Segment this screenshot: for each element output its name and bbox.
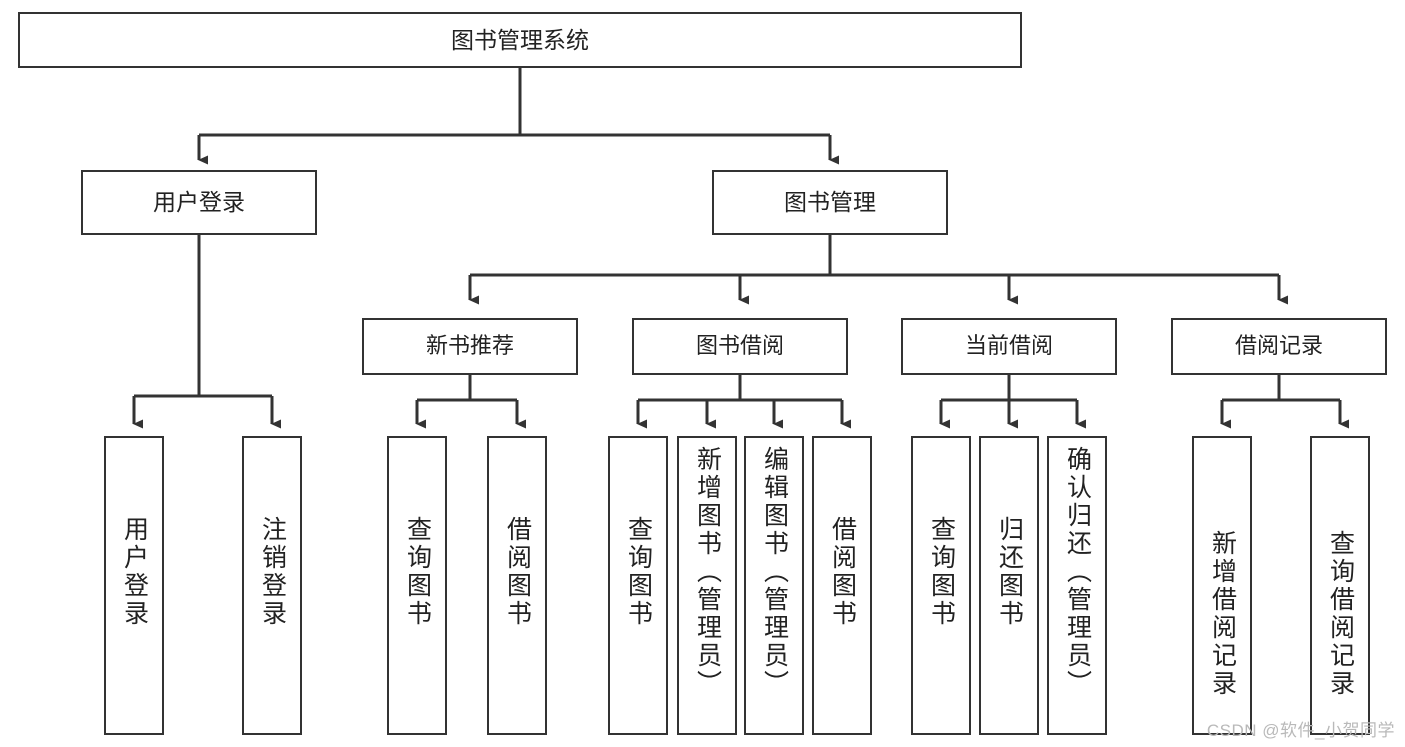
- node-label: 图书借阅: [695, 333, 784, 359]
- leaf-add-book-admin[interactable]: 新增图书（管理员）: [677, 436, 737, 735]
- leaf-query-borrow-record[interactable]: 查询借阅记录: [1310, 436, 1370, 735]
- leaf-query-book-borrow[interactable]: 查询图书: [608, 436, 668, 735]
- node-label: 编辑图书（管理员）: [760, 446, 789, 698]
- node-label: 借阅图书: [503, 516, 532, 628]
- leaf-add-borrow-record[interactable]: 新增借阅记录: [1192, 436, 1252, 735]
- leaf-edit-book-admin[interactable]: 编辑图书（管理员）: [744, 436, 804, 735]
- leaf-borrow-book[interactable]: 借阅图书: [812, 436, 872, 735]
- node-label: 新增借阅记录: [1208, 530, 1237, 698]
- node-label: 借阅图书: [828, 516, 857, 628]
- node-label: 确认归还（管理员）: [1063, 446, 1092, 698]
- node-label: 查询图书: [403, 516, 432, 628]
- leaf-return-book[interactable]: 归还图书: [979, 436, 1039, 735]
- leaf-user-login[interactable]: 用户登录: [104, 436, 164, 735]
- node-current-borrow[interactable]: 当前借阅: [901, 318, 1117, 375]
- node-label: 注销登录: [258, 516, 287, 628]
- node-book-management[interactable]: 图书管理: [712, 170, 948, 235]
- node-label: 新书推荐: [425, 333, 514, 359]
- node-label: 图书管理: [784, 189, 876, 216]
- node-label: 当前借阅: [964, 333, 1053, 359]
- node-user-login[interactable]: 用户登录: [81, 170, 317, 235]
- node-label: 查询图书: [927, 516, 956, 628]
- node-label: 新增图书（管理员）: [693, 446, 722, 698]
- node-borrow-record[interactable]: 借阅记录: [1171, 318, 1387, 375]
- node-label: 借阅记录: [1234, 333, 1323, 359]
- node-root-system[interactable]: 图书管理系统: [18, 12, 1022, 68]
- leaf-confirm-return-admin[interactable]: 确认归还（管理员）: [1047, 436, 1107, 735]
- watermark: CSDN @软件_小贺同学: [1206, 721, 1395, 740]
- leaf-query-book-current[interactable]: 查询图书: [911, 436, 971, 735]
- leaf-borrow-book-recommend[interactable]: 借阅图书: [487, 436, 547, 735]
- leaf-query-book-recommend[interactable]: 查询图书: [387, 436, 447, 735]
- node-label: 查询图书: [624, 516, 653, 628]
- node-label: 用户登录: [120, 516, 149, 628]
- node-label: 图书管理系统: [451, 26, 589, 53]
- node-new-book-recommend[interactable]: 新书推荐: [362, 318, 578, 375]
- node-label: 用户登录: [153, 189, 245, 216]
- node-label: 查询借阅记录: [1326, 530, 1355, 698]
- leaf-logout[interactable]: 注销登录: [242, 436, 302, 735]
- node-label: 归还图书: [995, 516, 1024, 628]
- node-book-borrow[interactable]: 图书借阅: [632, 318, 848, 375]
